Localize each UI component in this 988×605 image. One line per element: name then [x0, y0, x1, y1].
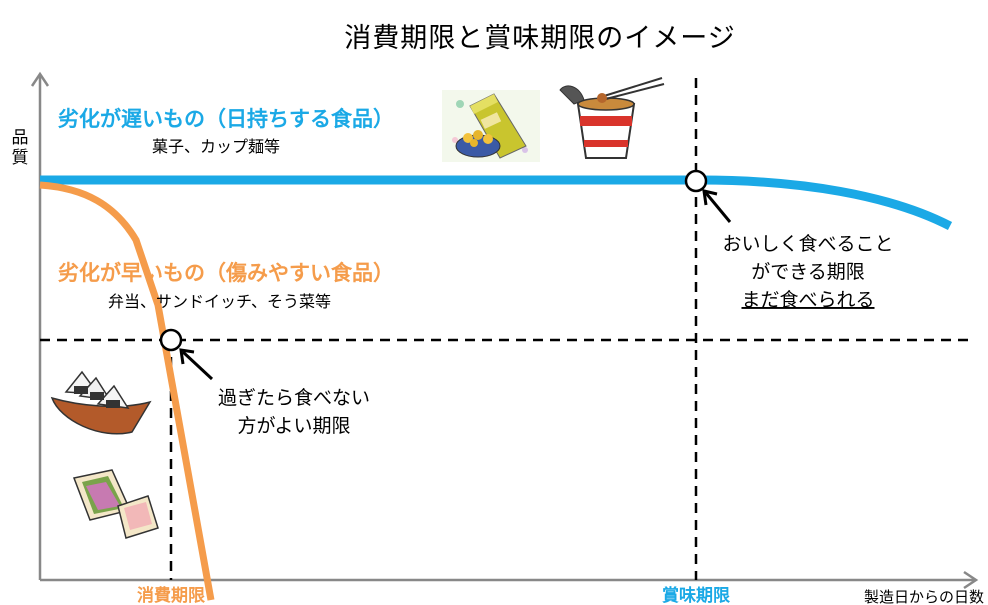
fast-category-examples: 弁当、サンドイッチ、そう菜等: [108, 292, 331, 311]
x-axis-label: 製造日からの日数: [864, 588, 984, 605]
use-by-pointer-arrow-icon: [179, 348, 214, 381]
diagram-title: 消費期限と賞味期限のイメージ: [344, 23, 735, 54]
y-axis-label: 品 質: [12, 128, 29, 168]
x-axis-arrow-icon: [963, 570, 979, 590]
sandwich-icon: [72, 469, 159, 539]
best-before-note-line-1: おいしく食べること: [722, 233, 893, 255]
use-by-note-line-1: 過ぎたら食べない: [218, 387, 370, 409]
slow-category-examples: 菓子、カップ麺等: [152, 137, 280, 156]
svg-text:品: 品: [12, 128, 29, 148]
cup-noodle-icon: [559, 77, 665, 159]
use-by-note-line-2: 方がよい期限: [237, 415, 350, 437]
use-by-label: 消費期限: [137, 585, 205, 605]
rice-ball-icon: [50, 370, 152, 435]
svg-text:質: 質: [12, 148, 29, 168]
slow-quality-curve: [40, 175, 953, 230]
best-before-pointer-arrow-icon: [702, 189, 732, 223]
y-axis-arrow-icon: [30, 71, 50, 87]
axes: [30, 71, 979, 590]
best-before-note-line-2: ができる期限: [751, 261, 865, 283]
best-before-note-emphasis: まだ食べられる: [741, 289, 874, 311]
best-before-marker: [684, 169, 708, 193]
best-before-label: 賞味期限: [662, 585, 730, 605]
fast-quality-curve: [39, 181, 215, 601]
fast-category-title: 劣化が早いもの（傷みやすい食品）: [58, 261, 394, 285]
snack-bag-icon: [442, 90, 540, 162]
use-by-marker: [159, 328, 183, 352]
slow-category-title: 劣化が遅いもの（日持ちする食品）: [58, 107, 394, 131]
